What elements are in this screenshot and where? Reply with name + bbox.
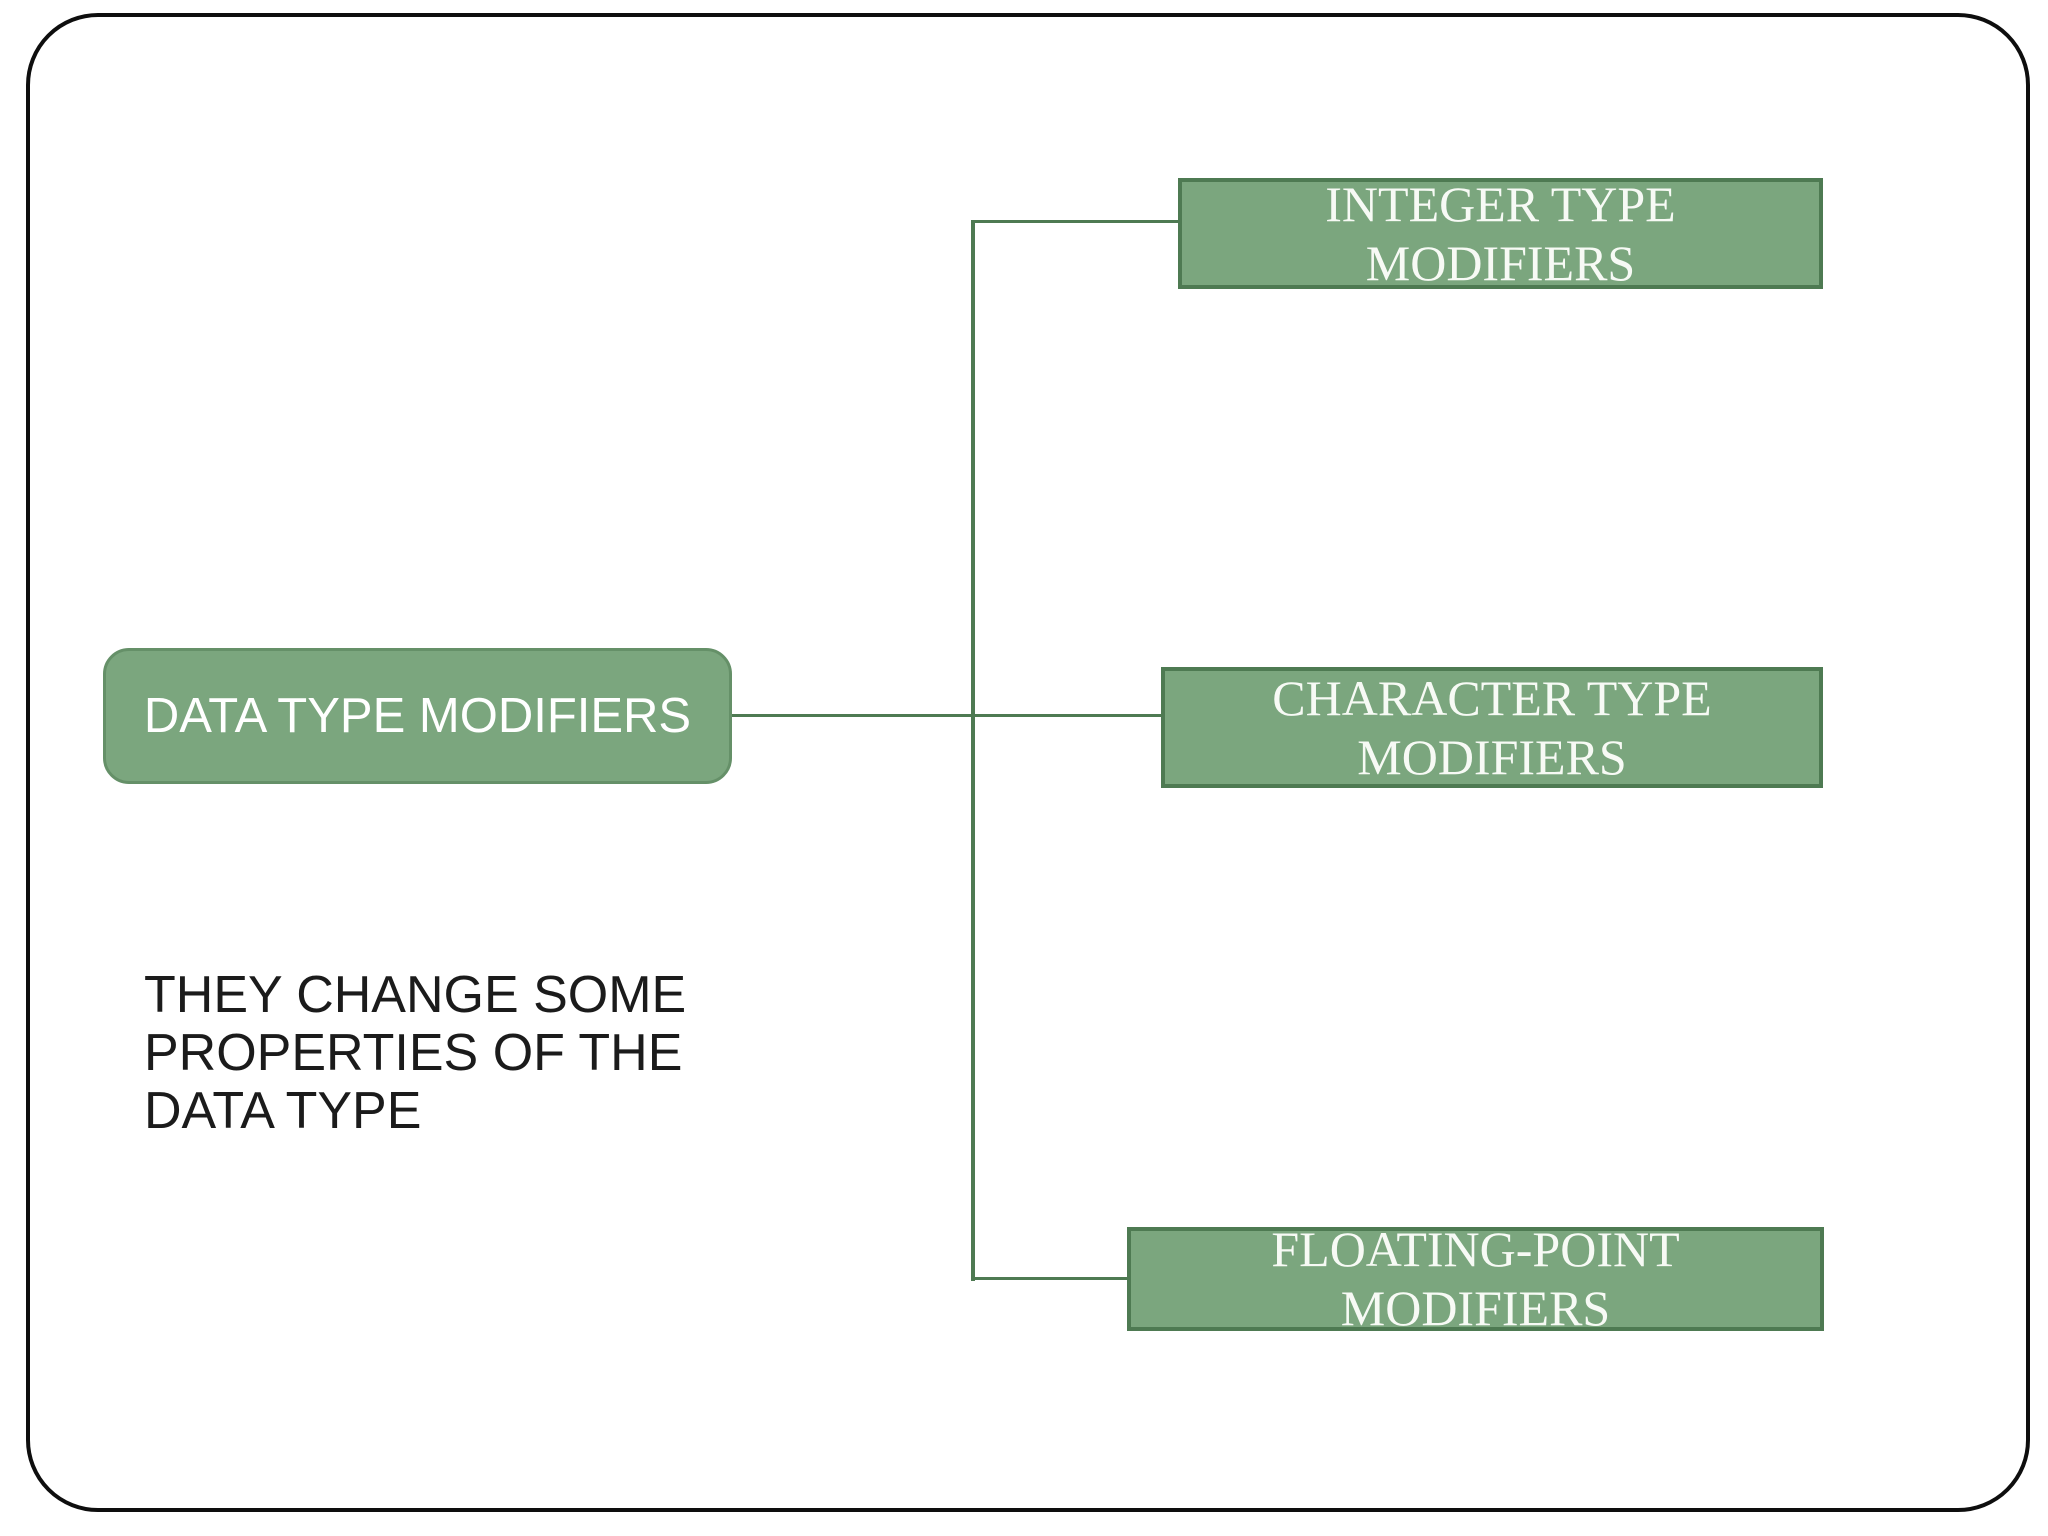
node-integer-type-modifiers: INTEGER TYPE MODIFIERS [1178, 176, 1823, 291]
connector-branch-integer [973, 220, 1180, 223]
description-text: THEY CHANGE SOME PROPERTIES OF THE DATA … [144, 966, 687, 1140]
node-data-type-modifiers: DATA TYPE MODIFIERS [103, 648, 732, 784]
connector-branch-character [732, 714, 1161, 717]
node-character-type-modifiers-label: CHARACTER TYPE MODIFIERS [1272, 669, 1712, 785]
node-character-type-modifiers: CHARACTER TYPE MODIFIERS [1161, 667, 1823, 788]
slide-frame-border [26, 13, 2030, 1512]
node-floating-point-modifiers: FLOATING-POINT MODIFIERS [1127, 1221, 1824, 1336]
connector-vertical-trunk [971, 220, 975, 1281]
node-floating-point-modifiers-label: FLOATING-POINT MODIFIERS [1271, 1221, 1680, 1336]
node-integer-type-modifiers-label: INTEGER TYPE MODIFIERS [1325, 175, 1676, 291]
connector-branch-floating [973, 1277, 1127, 1280]
node-data-type-modifiers-label: DATA TYPE MODIFIERS [143, 689, 692, 743]
